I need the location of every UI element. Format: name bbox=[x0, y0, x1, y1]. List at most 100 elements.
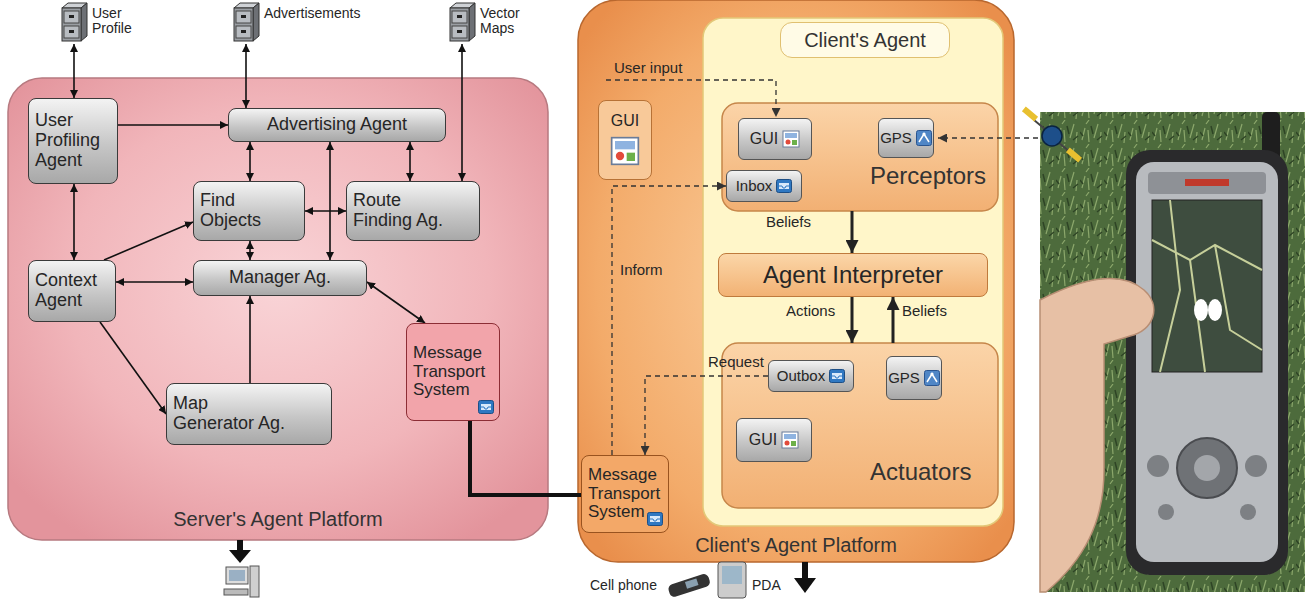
node-label: Map Generator Ag. bbox=[173, 394, 291, 434]
connector bbox=[470, 421, 581, 495]
box-icon bbox=[478, 400, 494, 414]
icon-part bbox=[452, 26, 467, 38]
icon-part bbox=[783, 131, 799, 147]
connector bbox=[249, 241, 251, 260]
icon-part bbox=[784, 434, 796, 439]
free-label: PDA bbox=[752, 578, 781, 593]
node-label: Context Agent bbox=[35, 271, 107, 311]
node-label: User Profiling Agent bbox=[35, 111, 109, 170]
box-icon bbox=[647, 512, 663, 526]
icon-part bbox=[69, 15, 74, 18]
node-label: GUI bbox=[750, 130, 778, 148]
interpreter-box: Agent Interpreter bbox=[718, 253, 988, 297]
icon-part bbox=[241, 30, 246, 33]
icon-part bbox=[782, 432, 798, 448]
icon-part bbox=[64, 11, 79, 23]
icon-part bbox=[479, 401, 494, 414]
icon-part bbox=[236, 26, 251, 38]
agent-box: Manager Ag. bbox=[193, 260, 367, 296]
gui-icon bbox=[781, 431, 799, 449]
icon-part bbox=[64, 26, 79, 38]
connector bbox=[612, 186, 726, 455]
pda-body bbox=[1126, 150, 1288, 575]
icon-part bbox=[236, 11, 251, 23]
cell-phone-icon bbox=[667, 573, 711, 598]
db-icon bbox=[58, 2, 88, 42]
pda-screen bbox=[1152, 200, 1262, 372]
database-store: Advertisements bbox=[230, 2, 380, 44]
icon-part bbox=[650, 519, 660, 521]
io-box: GUI bbox=[736, 418, 812, 462]
icon-part bbox=[481, 407, 491, 409]
connector bbox=[851, 297, 854, 343]
node-label: Route Finding Ag. bbox=[353, 191, 453, 231]
icon-part bbox=[234, 8, 253, 41]
node-label: Server's Agent Platform bbox=[8, 508, 548, 530]
solar-panel bbox=[1066, 148, 1082, 163]
gui-box: GUI bbox=[598, 100, 652, 180]
deploy-arrow bbox=[802, 562, 808, 580]
node-label: GPS bbox=[888, 370, 920, 387]
edge-label: Beliefs bbox=[902, 303, 947, 320]
edge-label: Beliefs bbox=[766, 214, 811, 231]
icon-part bbox=[650, 516, 660, 522]
icon-part bbox=[785, 441, 790, 446]
node-label: Actuators bbox=[870, 459, 971, 485]
server-computer bbox=[224, 540, 259, 597]
icon-part bbox=[450, 8, 469, 41]
io-box: Inbox bbox=[726, 170, 802, 202]
icon-part bbox=[924, 371, 939, 386]
icon-part bbox=[832, 376, 842, 378]
pda-logo bbox=[1185, 179, 1229, 186]
icon-part bbox=[791, 441, 796, 446]
agent-box: Route Finding Ag. bbox=[346, 181, 480, 241]
gps-signal-arrow bbox=[938, 137, 1038, 138]
icon-part bbox=[253, 3, 259, 41]
box-icon bbox=[776, 179, 792, 193]
agent-box: Map Generator Ag. bbox=[166, 383, 332, 445]
pda-button bbox=[1177, 438, 1237, 498]
connector bbox=[249, 142, 251, 181]
icon-part bbox=[832, 373, 842, 379]
connector bbox=[367, 282, 425, 323]
io-box: Outbox bbox=[768, 360, 854, 392]
icon-part bbox=[452, 11, 467, 23]
connector bbox=[329, 142, 331, 260]
icon-part bbox=[922, 132, 925, 135]
solar-panel bbox=[1022, 107, 1038, 122]
icon-part bbox=[81, 3, 87, 41]
pda-photo bbox=[1040, 112, 1305, 592]
icon-part bbox=[930, 372, 933, 375]
pda-icon-screen bbox=[722, 566, 742, 584]
icon-part bbox=[615, 141, 635, 149]
connector bbox=[305, 210, 346, 212]
icon-part bbox=[612, 137, 639, 164]
icon-part bbox=[469, 3, 475, 41]
node-label: Vector Maps bbox=[480, 2, 534, 37]
edge-label: Actions bbox=[786, 303, 835, 320]
node-label: User Profile bbox=[92, 2, 148, 37]
node-label: Client's Agent Platform bbox=[578, 534, 1014, 556]
pda-bezel bbox=[1136, 162, 1278, 562]
db-icon bbox=[230, 2, 260, 42]
transport-box: Message Transport System bbox=[581, 455, 669, 533]
agent-box: Advertising Agent bbox=[228, 108, 446, 142]
node-label: Advertising Agent bbox=[267, 115, 407, 135]
client-platform-shape bbox=[578, 0, 1014, 562]
edge-label: Request bbox=[708, 354, 764, 371]
connector bbox=[245, 44, 247, 108]
icon-part bbox=[786, 140, 791, 145]
computer-monitor bbox=[226, 567, 248, 584]
node-label: Outbox bbox=[777, 368, 825, 385]
icon-part bbox=[481, 404, 491, 410]
edge-label: Inform bbox=[620, 262, 663, 279]
gui-icon bbox=[782, 130, 800, 148]
gps-icon bbox=[924, 370, 940, 386]
transport-box: Message Transport System bbox=[406, 323, 500, 421]
cell-phone-screen bbox=[685, 578, 699, 588]
icon-part bbox=[616, 152, 624, 160]
connector bbox=[100, 322, 166, 414]
node-label: Advertisements bbox=[264, 2, 360, 21]
free-label: Cell phone bbox=[590, 578, 657, 593]
screen-marker bbox=[1194, 299, 1208, 321]
